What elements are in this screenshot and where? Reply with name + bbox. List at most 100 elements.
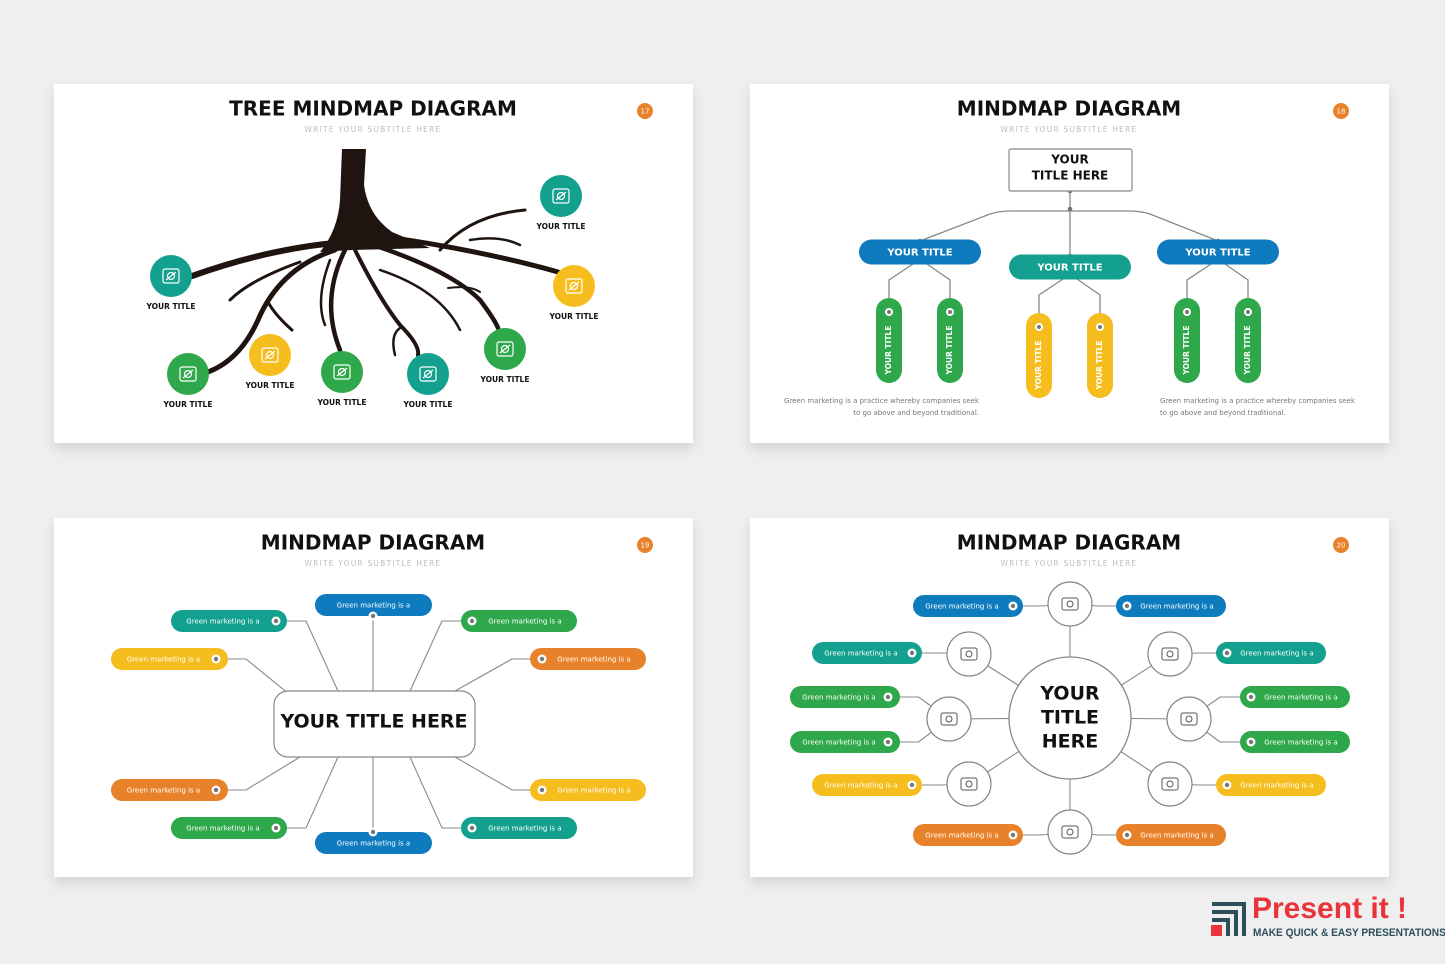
topic-pill[interactable]: Green marketing is a — [171, 610, 287, 632]
root-box[interactable] — [1008, 148, 1133, 192]
page-badge — [637, 103, 653, 119]
leaf-pill[interactable]: YOUR TITLE — [876, 298, 902, 383]
tree-node-label: YOUR TITLE — [146, 302, 196, 311]
icon-node[interactable] — [1047, 809, 1093, 855]
topic-pill[interactable]: Green marketing is a — [111, 648, 228, 670]
topic-pill[interactable]: Green marketing is a — [530, 779, 646, 801]
branch-pill[interactable]: YOUR TITLE — [859, 239, 981, 265]
connector-line — [919, 191, 1219, 256]
tree-node[interactable]: YOUR TITLE — [549, 265, 599, 321]
root-title-line: TITLE HERE — [1032, 169, 1109, 183]
slide-title: MINDMAP DIAGRAM — [957, 531, 1181, 555]
topic-pill[interactable]: Green marketing is a — [1216, 642, 1326, 664]
root-title-line: YOUR — [1050, 153, 1088, 167]
target-icon-shape — [264, 350, 276, 360]
tree-node-label: YOUR TITLE — [549, 312, 599, 321]
leaf-pill[interactable]: YOUR TITLE — [1026, 313, 1052, 398]
tree-root — [438, 208, 527, 252]
leaf-pill[interactable]: YOUR TITLE — [1235, 298, 1261, 383]
tree-node[interactable]: YOUR TITLE — [536, 175, 586, 231]
topic-pill[interactable]: Green marketing is a — [1116, 824, 1226, 846]
topic-pill-label: Green marketing is a — [925, 832, 998, 840]
topic-pill-bg — [315, 832, 432, 854]
connector-line — [1076, 278, 1101, 313]
tree-root — [205, 247, 338, 375]
icon-node[interactable] — [1166, 696, 1212, 742]
topic-pill[interactable]: Green marketing is a — [530, 648, 646, 670]
topic-pill[interactable]: Green marketing is a — [1240, 731, 1350, 753]
topic-dot-center — [1010, 832, 1016, 838]
icon-node[interactable] — [946, 631, 992, 677]
topic-pill[interactable]: Green marketing is a — [913, 595, 1023, 617]
tree-node-label: YOUR TITLE — [403, 400, 453, 409]
football-icon-shape — [1066, 600, 1074, 608]
leaf-pill[interactable]: YOUR TITLE — [1087, 313, 1113, 398]
tree-node[interactable]: YOUR TITLE — [146, 255, 196, 311]
icon-node-circle — [1147, 631, 1193, 677]
root-box[interactable] — [273, 690, 476, 758]
topic-pill[interactable]: Green marketing is a — [812, 642, 922, 664]
topic-pill[interactable]: Green marketing is a — [461, 610, 577, 632]
tree-node-label: YOUR TITLE — [536, 222, 586, 231]
tools-icon — [496, 341, 514, 357]
topic-pill[interactable]: Green marketing is a — [1216, 774, 1326, 796]
topic-pill[interactable]: Green marketing is a — [111, 779, 228, 801]
root-circle[interactable] — [1008, 656, 1132, 780]
topic-pill[interactable]: Green marketing is a — [315, 594, 432, 621]
topic-dot-center — [909, 650, 915, 656]
topic-dot-center — [1248, 694, 1254, 700]
tree-node[interactable]: YOUR TITLE — [317, 351, 367, 407]
tree-node[interactable]: YOUR TITLE — [480, 328, 530, 384]
icon-node[interactable] — [1047, 581, 1093, 627]
tree-node[interactable]: YOUR TITLE — [403, 353, 453, 409]
leaf-pill-label: YOUR TITLE — [1182, 326, 1191, 376]
graduation-cap-icon-shape — [1185, 715, 1193, 723]
branch-pill[interactable]: YOUR TITLE — [1009, 254, 1131, 280]
topic-dot-center — [213, 787, 219, 793]
leaf-pill[interactable]: YOUR TITLE — [1174, 298, 1200, 383]
topic-pill[interactable]: Green marketing is a — [812, 774, 922, 796]
leaf-pill-label: YOUR TITLE — [945, 326, 954, 376]
topic-pill-label: Green marketing is a — [1264, 739, 1337, 747]
tools-icon-shape — [496, 341, 514, 357]
leaf-pill-label: YOUR TITLE — [1034, 341, 1043, 391]
topic-pill[interactable]: Green marketing is a — [1240, 686, 1350, 708]
topic-pill[interactable]: Green marketing is a — [913, 824, 1023, 846]
page-number: 17 — [641, 108, 650, 116]
slide-title: TREE MINDMAP DIAGRAM — [229, 97, 517, 121]
icon-node[interactable] — [1147, 761, 1193, 807]
topic-pill[interactable]: Green marketing is a — [1116, 595, 1226, 617]
branch-pill-label: YOUR TITLE — [1036, 263, 1102, 274]
slide-subtitle: WRITE YOUR SUBTITLE HERE — [1001, 559, 1138, 568]
icon-node[interactable] — [926, 696, 972, 742]
branch-pill[interactable]: YOUR TITLE — [1157, 239, 1279, 265]
topic-pill[interactable]: Green marketing is a — [171, 817, 287, 839]
icon-node-circle — [946, 631, 992, 677]
connector-line — [1186, 263, 1212, 298]
leaf-pill-bg — [1235, 298, 1261, 383]
tree-root — [328, 247, 348, 353]
leaf-dot-center — [887, 310, 891, 314]
brand-logo: Present it ! MAKE QUICK & EASY PRESENTAT… — [1210, 892, 1445, 944]
tree-root — [189, 239, 348, 279]
documents-icon-shape — [552, 188, 570, 204]
topic-pill-label: Green marketing is a — [127, 787, 200, 795]
root-title: YOUR TITLE HERE — [279, 711, 467, 733]
icon-node[interactable] — [946, 761, 992, 807]
topic-pill[interactable]: Green marketing is a — [315, 827, 432, 855]
topic-pill[interactable]: Green marketing is a — [790, 731, 900, 753]
palette-icon-shape — [179, 366, 197, 382]
topic-pill[interactable]: Green marketing is a — [461, 817, 577, 839]
icon-node[interactable] — [1147, 631, 1193, 677]
tree-node[interactable]: YOUR TITLE — [163, 353, 213, 409]
page-number: 19 — [641, 542, 650, 550]
leaf-pill[interactable]: YOUR TITLE — [937, 298, 963, 383]
tree-node[interactable]: YOUR TITLE — [245, 334, 295, 390]
topic-pill[interactable]: Green marketing is a — [790, 686, 900, 708]
award-icon — [565, 278, 583, 294]
topic-pill-bg — [812, 642, 922, 664]
tree-diagram: YOUR TITLE YOUR TITLE YOUR TITLE YOUR TITLE… — [146, 149, 599, 409]
connector-line — [926, 263, 951, 298]
